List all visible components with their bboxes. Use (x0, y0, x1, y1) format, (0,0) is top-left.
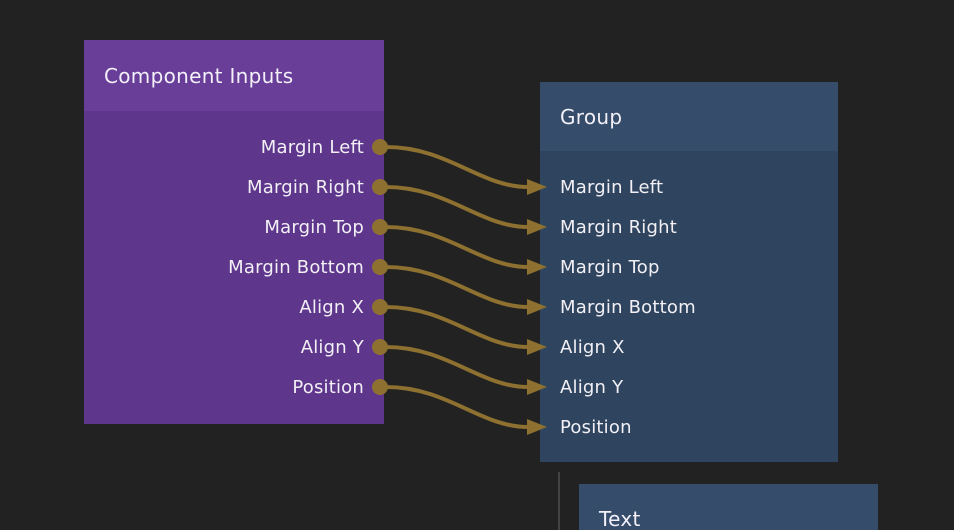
connection-wire[interactable] (384, 225, 530, 269)
port-label: Margin Right (560, 216, 678, 238)
node-title-text: Text (599, 507, 641, 530)
node-header-component-inputs[interactable]: Component Inputs (84, 40, 384, 111)
input-ports-list: Margin Left Margin Right Margin Top Marg… (540, 151, 838, 447)
port-label: Margin Left (560, 176, 664, 198)
node-header-text[interactable]: Text (579, 484, 878, 530)
connection-wire[interactable] (384, 385, 530, 429)
input-port-align-y[interactable]: Align Y (540, 367, 838, 407)
port-label: Margin Bottom (560, 296, 696, 318)
port-label: Margin Right (246, 176, 364, 198)
port-label: Margin Left (260, 136, 364, 158)
connection-wire[interactable] (384, 305, 530, 349)
node-text[interactable]: Text (579, 484, 878, 530)
port-label: Position (292, 376, 364, 398)
input-port-align-x[interactable]: Align X (540, 327, 838, 367)
node-group[interactable]: Group Margin Left Margin Right Margin To… (540, 82, 838, 462)
node-title-group: Group (560, 104, 623, 129)
port-label: Margin Top (560, 256, 660, 278)
connection-wire[interactable] (384, 265, 530, 309)
input-port-margin-top[interactable]: Margin Top (540, 247, 838, 287)
output-port-margin-right[interactable]: Margin Right (84, 167, 384, 207)
port-label: Align Y (300, 336, 364, 358)
output-port-margin-left[interactable]: Margin Left (84, 127, 384, 167)
input-port-margin-bottom[interactable]: Margin Bottom (540, 287, 838, 327)
output-port-margin-top[interactable]: Margin Top (84, 207, 384, 247)
port-label: Position (560, 416, 632, 438)
output-ports-list: Margin Left Margin Right Margin Top Marg… (84, 111, 384, 407)
output-port-position[interactable]: Position (84, 367, 384, 407)
output-port-margin-bottom[interactable]: Margin Bottom (84, 247, 384, 287)
node-header-group[interactable]: Group (540, 82, 838, 151)
connection-wire[interactable] (384, 185, 530, 229)
output-port-align-y[interactable]: Align Y (84, 327, 384, 367)
node-component-inputs[interactable]: Component Inputs Margin Left Margin Righ… (84, 40, 384, 424)
connection-wire[interactable] (384, 145, 530, 189)
port-label: Align Y (560, 376, 624, 398)
port-label: Margin Bottom (228, 256, 364, 278)
output-port-align-x[interactable]: Align X (84, 287, 384, 327)
input-port-margin-left[interactable]: Margin Left (540, 167, 838, 207)
port-label: Align X (560, 336, 625, 358)
input-port-position[interactable]: Position (540, 407, 838, 447)
connection-wire[interactable] (384, 345, 530, 389)
port-label: Margin Top (264, 216, 364, 238)
port-label: Align X (299, 296, 364, 318)
vertical-wire-segment[interactable] (558, 472, 560, 530)
input-port-margin-right[interactable]: Margin Right (540, 207, 838, 247)
node-title-component-inputs: Component Inputs (104, 63, 294, 88)
